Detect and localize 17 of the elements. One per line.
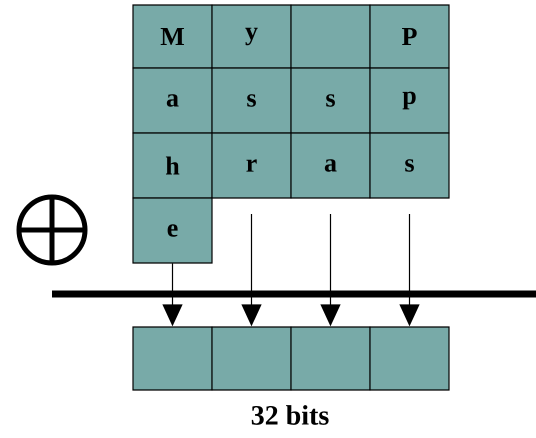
- output-cell: [132, 326, 213, 391]
- caption: 32 bits: [252, 405, 329, 425]
- letter-cell: y: [211, 4, 292, 69]
- letter-cell: s: [211, 67, 292, 134]
- output-cell: [290, 326, 371, 391]
- output-cell: [211, 326, 292, 391]
- output-cell: [369, 326, 450, 391]
- letter-cell: M: [132, 4, 213, 69]
- letter-cell: r: [211, 132, 292, 199]
- letter-cell: a: [290, 132, 371, 199]
- letter-cell: s: [290, 67, 371, 134]
- letter-cell: e: [132, 197, 213, 264]
- letter-cell: a: [132, 67, 213, 134]
- letter-cell: h: [132, 132, 213, 199]
- letter-cell: p: [369, 67, 450, 134]
- letter-cell: s: [369, 132, 450, 199]
- letter-cell: P: [369, 4, 450, 69]
